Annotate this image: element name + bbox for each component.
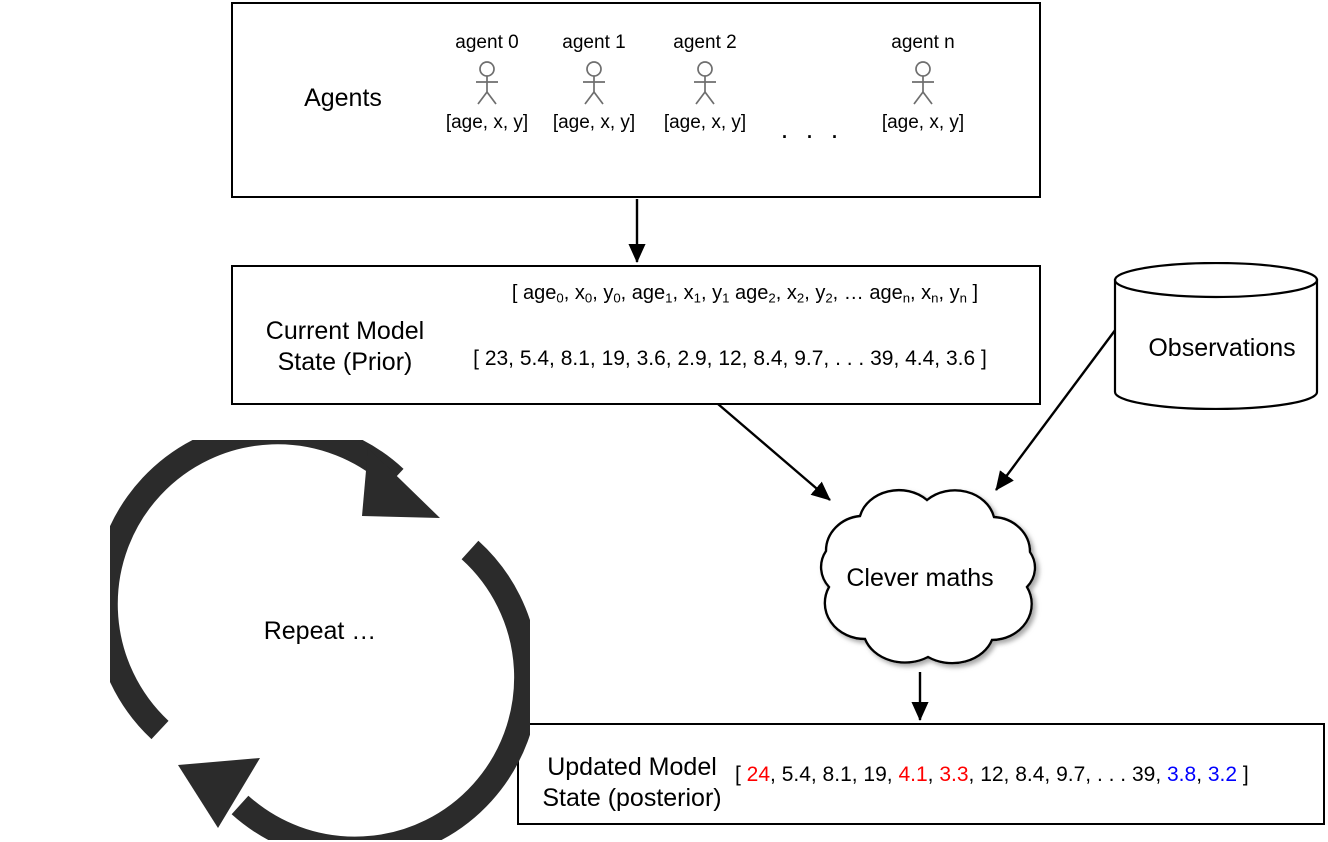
agent-column-n: agent n [age, x, y] <box>863 32 983 134</box>
updated-model-state-label: Updated Model State (posterior) <box>532 752 732 813</box>
agent-state-1: [age, x, y] <box>552 112 636 133</box>
prior-token: agen <box>869 282 911 306</box>
updated-model-state-box <box>517 723 1325 825</box>
actor-icon <box>476 61 498 105</box>
agents-ellipsis: . . . <box>780 114 844 144</box>
prior-token: x1 <box>683 282 701 306</box>
prior-token: yn <box>949 282 967 306</box>
agent-column-1: agent 1 [age, x, y] <box>534 32 654 134</box>
agent-name-2: agent 2 <box>673 32 737 53</box>
agents-label: Agents <box>304 84 382 112</box>
agent-state-0: [age, x, y] <box>445 112 529 133</box>
current-model-state-box <box>231 265 1041 405</box>
clever-maths-label: Clever maths <box>846 564 994 592</box>
posterior-value-segment: , <box>1196 763 1208 786</box>
posterior-value-segment: ] <box>1237 763 1249 786</box>
repeat-arc-bottom <box>231 540 530 840</box>
current-model-state-label-line2: State (Prior) <box>277 347 413 376</box>
prior-token: age0 <box>523 282 564 306</box>
agent-name-n: agent n <box>891 32 955 53</box>
prior-token: x2 <box>786 282 805 306</box>
repeat-label: Repeat … <box>263 617 377 645</box>
repeat-arrowhead-top <box>362 448 440 518</box>
agent-state-n: [age, x, y] <box>881 112 965 133</box>
posterior-value-segment: , 12, 8.4, 9.7, . . . 39, <box>968 763 1167 786</box>
posterior-values-vector: [ 24, 5.4, 8.1, 19, 4.1, 3.3, 12, 8.4, 9… <box>735 762 1315 788</box>
agent-name-0: agent 0 <box>455 32 519 53</box>
posterior-value-segment: 3.8 <box>1167 763 1197 786</box>
prior-token: xn <box>921 282 939 306</box>
actor-icon <box>583 61 605 105</box>
posterior-value-segment: [ <box>735 763 747 786</box>
posterior-value-segment: 3.3 <box>939 763 969 786</box>
prior-symbolic-vector: [ age0, x0, y0, age1, x1, y1 age2, x2, y… <box>511 282 979 306</box>
actor-icon <box>912 61 934 105</box>
prior-token: y0 <box>603 282 621 306</box>
prior-token: age2 <box>735 282 776 306</box>
agent-name-1: agent 1 <box>562 32 626 53</box>
agent-state-2: [age, x, y] <box>663 112 747 133</box>
repeat-arrowhead-bottom <box>178 758 260 828</box>
prior-token: age1 <box>631 282 673 306</box>
posterior-value-segment: 4.1 <box>898 763 928 786</box>
prior-token: x0 <box>574 282 593 306</box>
current-model-state-label-line1: Current Model <box>265 317 425 345</box>
observations-label: Observations <box>1148 334 1296 362</box>
posterior-value-segment: 24 <box>746 763 771 786</box>
agent-column-0: agent 0 [age, x, y] <box>427 32 547 134</box>
repeat-arc-top <box>110 440 404 740</box>
actor-icon <box>694 61 716 105</box>
observations-cylinder <box>1113 262 1319 410</box>
agents-box <box>231 2 1041 198</box>
posterior-value-segment: , 5.4, 8.1, 19, <box>770 763 899 786</box>
prior-token: y2 <box>815 282 833 306</box>
posterior-value-segment: , <box>927 763 940 786</box>
updated-model-state-label-line1: Updated Model <box>547 753 717 781</box>
clever-maths-cloud <box>819 488 1037 665</box>
posterior-value-segment: 3.2 <box>1207 763 1238 786</box>
prior-token: y1 <box>712 282 730 306</box>
prior-values-vector: [ 23, 5.4, 8.1, 19, 3.6, 2.9, 12, 8.4, 9… <box>473 347 987 370</box>
updated-model-state-label-line2: State (posterior) <box>542 783 722 812</box>
repeat-cycle-icon <box>110 440 530 840</box>
current-model-state-label: Current Model State (Prior) <box>245 316 445 377</box>
agent-column-2: agent 2 [age, x, y] <box>645 32 765 134</box>
